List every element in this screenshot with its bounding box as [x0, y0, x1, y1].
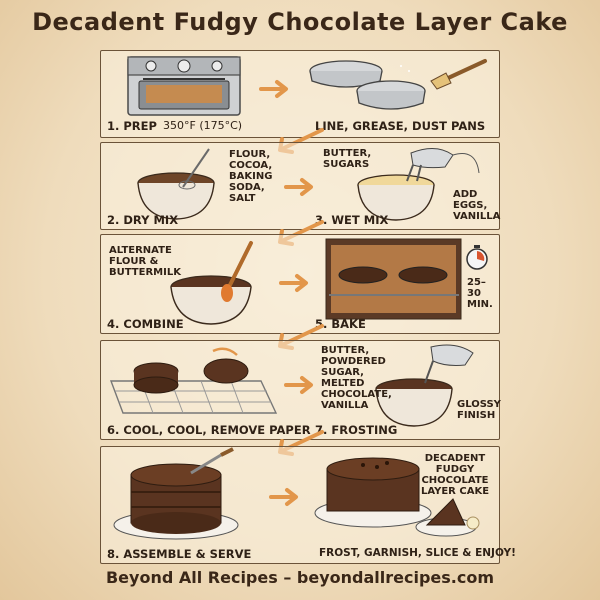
cooling-rack-icon [109, 347, 278, 414]
bake-note: 25–30 MIN. [467, 277, 493, 310]
frosting-bowl-icon [375, 344, 474, 427]
prep-illustration [127, 56, 487, 116]
panel-serve: DECADENT FUDGY CHOCOLATE LAYER CAKE 8. A… [100, 446, 516, 564]
wet-mix-note-side: ADD EGGS, VANILLA [453, 189, 501, 222]
wet-mix-bowl-icon [357, 148, 480, 221]
combine-note: ALTERNATE FLOUR & BUTTERMILK [109, 245, 181, 278]
panel-mix: FLOUR, COCOA, BAKING SODA, SALT 2. DRY M… [100, 142, 500, 230]
timer-icon [466, 245, 488, 270]
step-serve-label: 8. ASSEMBLE & SERVE [107, 547, 252, 561]
panel-prep: 1. PREP 350°F (175°C) LINE, GREASE, DUST… [100, 50, 500, 138]
step-bake-label: 5. BAKE [315, 317, 366, 331]
frosting-note-side: GLOSSY FINISH [457, 399, 501, 421]
frosting-note: BUTTER, POWDERED SUGAR, MELTED CHOCOLATE… [321, 345, 392, 411]
footer-credit: Beyond All Recipes – beyondallrecipes.co… [105, 568, 494, 587]
oven-interior-icon [325, 238, 462, 320]
serve-illustration [113, 447, 480, 540]
step-combine-label: 4. COMBINE [107, 317, 184, 331]
step-cool-label: 6. COOL, COOL, REMOVE PAPER [107, 423, 311, 437]
step-prep-temp: 350°F (175°C) [163, 119, 243, 132]
serve-note-bottom: FROST, GARNISH, SLICE & ENJOY! [319, 547, 516, 559]
page-title: Decadent Fudgy Chocolate Layer Cake [32, 8, 568, 36]
step-wet-label: 3. WET MIX [315, 213, 389, 227]
serve-note-top: DECADENT FUDGY CHOCOLATE LAYER CAKE [420, 453, 490, 497]
layer-cake-icon [113, 447, 239, 540]
step-prep-note: LINE, GREASE, DUST PANS [315, 119, 486, 133]
step-dry-label: 2. DRY MIX [107, 213, 179, 227]
oven-icon [127, 56, 241, 116]
dry-mix-note: FLOUR, COCOA, BAKING SODA, SALT [229, 149, 273, 204]
step-prep-label: 1. PREP [107, 119, 157, 133]
cake-pans-icon [309, 60, 426, 110]
mix-illustration [137, 148, 480, 221]
panel-combine-bake: ALTERNATE FLOUR & BUTTERMILK 4. COMBINE … [100, 234, 500, 334]
combine-bake-illustration [170, 238, 488, 325]
served-cake-icon [314, 457, 480, 537]
panel-cool-frosting: 6. COOL, COOL, REMOVE PAPER BUTTER, POWD… [100, 340, 501, 440]
dry-mix-bowl-icon [137, 148, 215, 220]
step-frosting-label: 7. FROSTING [315, 423, 398, 437]
cool-frosting-illustration [109, 344, 474, 427]
combine-bowl-icon [170, 241, 253, 325]
pastry-brush-icon [430, 59, 487, 90]
wet-mix-note-top: BUTTER, SUGARS [323, 148, 372, 170]
